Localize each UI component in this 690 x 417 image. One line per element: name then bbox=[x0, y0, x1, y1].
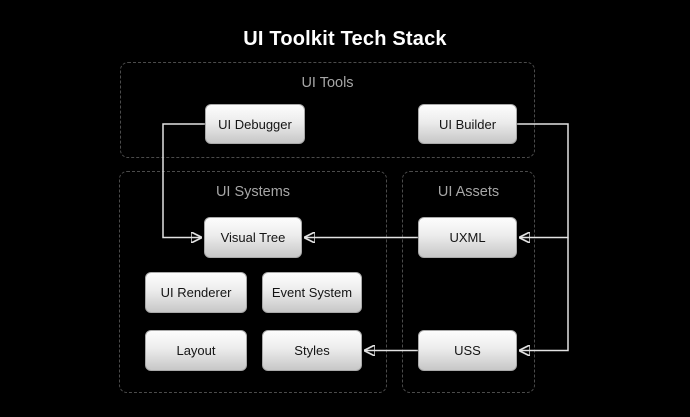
node-uss-label: USS bbox=[454, 343, 481, 358]
node-ui-debugger-label: UI Debugger bbox=[218, 116, 292, 132]
diagram-title: UI Toolkit Tech Stack bbox=[243, 28, 447, 50]
node-event-system-label: Event System bbox=[271, 285, 353, 300]
node-uxml: UXML bbox=[418, 217, 517, 258]
node-ui-builder: UI Builder bbox=[418, 104, 517, 144]
node-styles: Styles bbox=[262, 330, 362, 371]
node-ui-renderer: UI Renderer bbox=[145, 272, 247, 313]
group-ui-systems-label: UI Systems bbox=[215, 184, 291, 200]
group-ui-systems: UI Systems bbox=[119, 171, 387, 393]
node-event-system: Event System bbox=[262, 272, 362, 313]
node-layout-label: Layout bbox=[176, 343, 216, 358]
group-ui-tools-label: UI Tools bbox=[301, 75, 354, 91]
group-ui-tools: UI Tools bbox=[120, 62, 535, 158]
node-uxml-label: UXML bbox=[449, 230, 486, 245]
node-visual-tree-label: Visual Tree bbox=[220, 230, 286, 245]
node-ui-builder-label: UI Builder bbox=[438, 116, 497, 132]
node-visual-tree: Visual Tree bbox=[204, 217, 302, 258]
node-styles-label: Styles bbox=[294, 343, 330, 358]
node-layout: Layout bbox=[145, 330, 247, 371]
node-ui-renderer-label: UI Renderer bbox=[160, 285, 232, 300]
node-uss: USS bbox=[418, 330, 517, 371]
node-ui-debugger: UI Debugger bbox=[205, 104, 305, 144]
group-ui-assets-label: UI Assets bbox=[437, 184, 500, 200]
